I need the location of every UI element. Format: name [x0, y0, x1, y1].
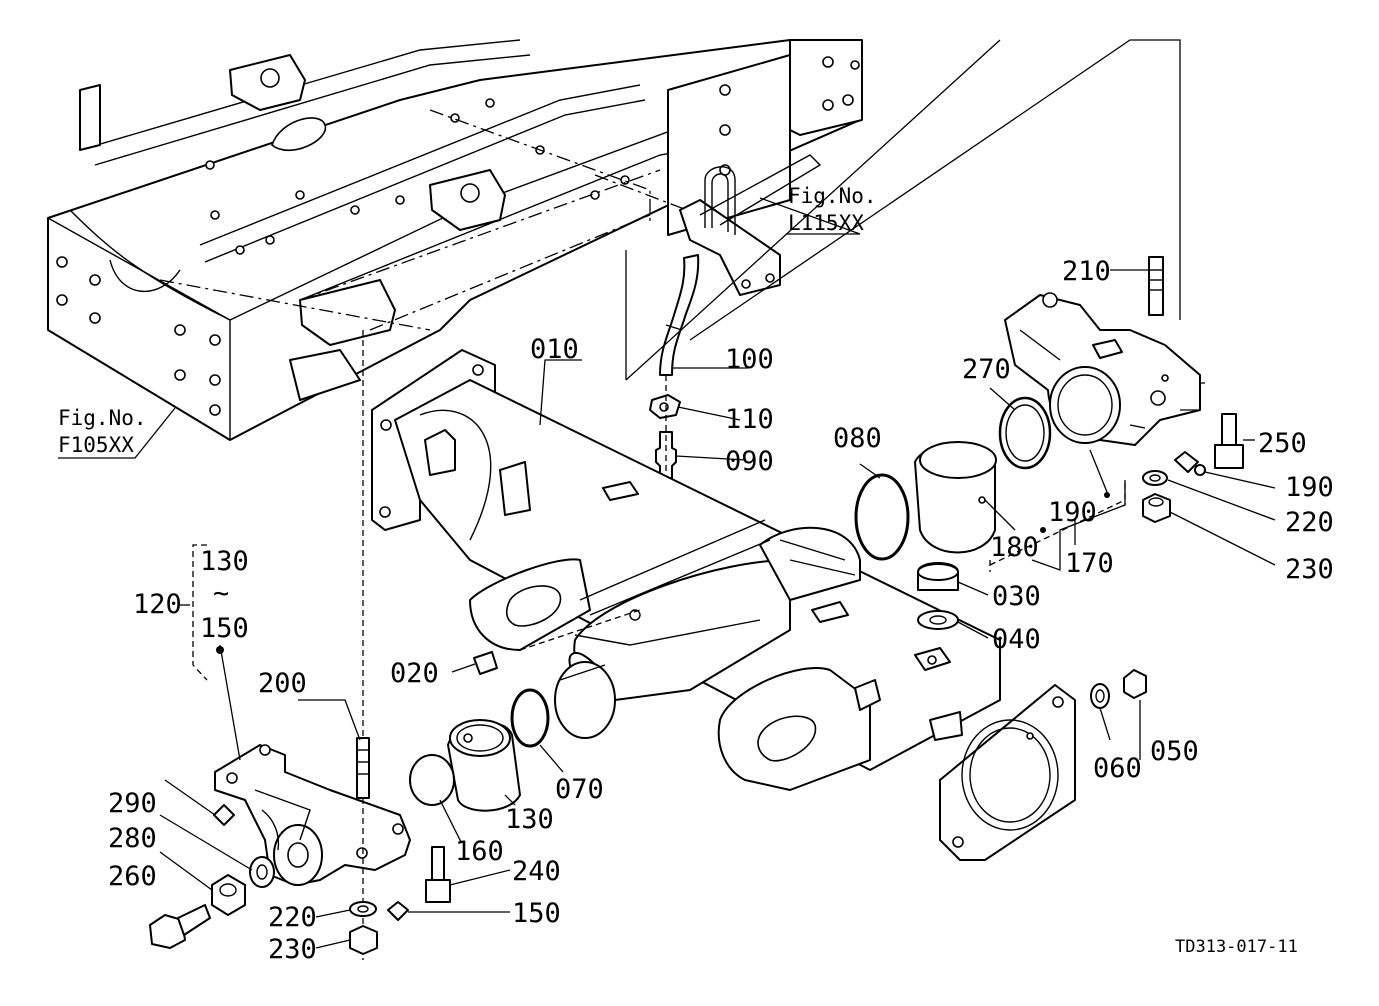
callout-290: 290 — [108, 788, 157, 819]
callout-030: 030 — [992, 581, 1041, 612]
axle-case — [371, 349, 1076, 861]
callout-210: 210 — [1062, 256, 1111, 287]
callout-range-tilde: ~ — [213, 578, 229, 609]
callout-110: 110 — [725, 404, 774, 435]
callout-240: 240 — [512, 856, 561, 887]
fig-ref-f105-line1: Fig.No. — [58, 406, 147, 430]
callout-060: 060 — [1093, 753, 1142, 784]
callout-150-range: 150 — [200, 613, 249, 644]
callout-260: 260 — [108, 861, 157, 892]
small-parts — [149, 256, 1244, 960]
callout-080: 080 — [833, 423, 882, 454]
callout-220-b: 220 — [268, 902, 317, 933]
callout-010: 010 — [530, 334, 579, 365]
callout-280: 280 — [108, 823, 157, 854]
front-axle-bracket — [214, 744, 411, 886]
fig-ref-l115-line1: Fig.No. — [788, 184, 877, 208]
rear-axle-support — [1004, 292, 1201, 446]
callout-180: 180 — [990, 532, 1039, 563]
callout-130: 130 — [505, 804, 554, 835]
callout-220-a: 220 — [1285, 507, 1334, 538]
callout-250: 250 — [1258, 428, 1307, 459]
callout-100: 100 — [725, 344, 774, 375]
callout-020: 020 — [390, 658, 439, 689]
callout-190-b: 190 — [1285, 472, 1334, 503]
fig-ref-f105-line2: F105XX — [58, 433, 134, 457]
drawing-code: TD313-017-11 — [1175, 937, 1298, 957]
callout-050: 050 — [1150, 736, 1199, 767]
tractor-frame — [47, 39, 863, 441]
callout-230-a: 230 — [1285, 554, 1334, 585]
leader-lines — [58, 39, 1276, 949]
callout-130-range: 130 — [200, 546, 249, 577]
rear-bearing-parts — [854, 396, 1052, 561]
callout-120: 120 — [133, 589, 182, 620]
callout-200: 200 — [258, 668, 307, 699]
callout-150: 150 — [512, 898, 561, 929]
callout-040: 040 — [992, 624, 1041, 655]
callout-270: 270 — [962, 354, 1011, 385]
fig-ref-l115-line2: L115XX — [788, 211, 864, 235]
u-bolt-bracket — [679, 154, 822, 296]
callout-070: 070 — [555, 774, 604, 805]
callout-230-b: 230 — [268, 934, 317, 965]
callout-170: 170 — [1065, 548, 1114, 579]
callout-190-a: 190 — [1048, 497, 1097, 528]
callout-090: 090 — [725, 446, 774, 477]
callout-labels: Fig.No. F105XX Fig.No. L115XX 010 020 03… — [58, 184, 1334, 965]
callout-160: 160 — [455, 836, 504, 867]
